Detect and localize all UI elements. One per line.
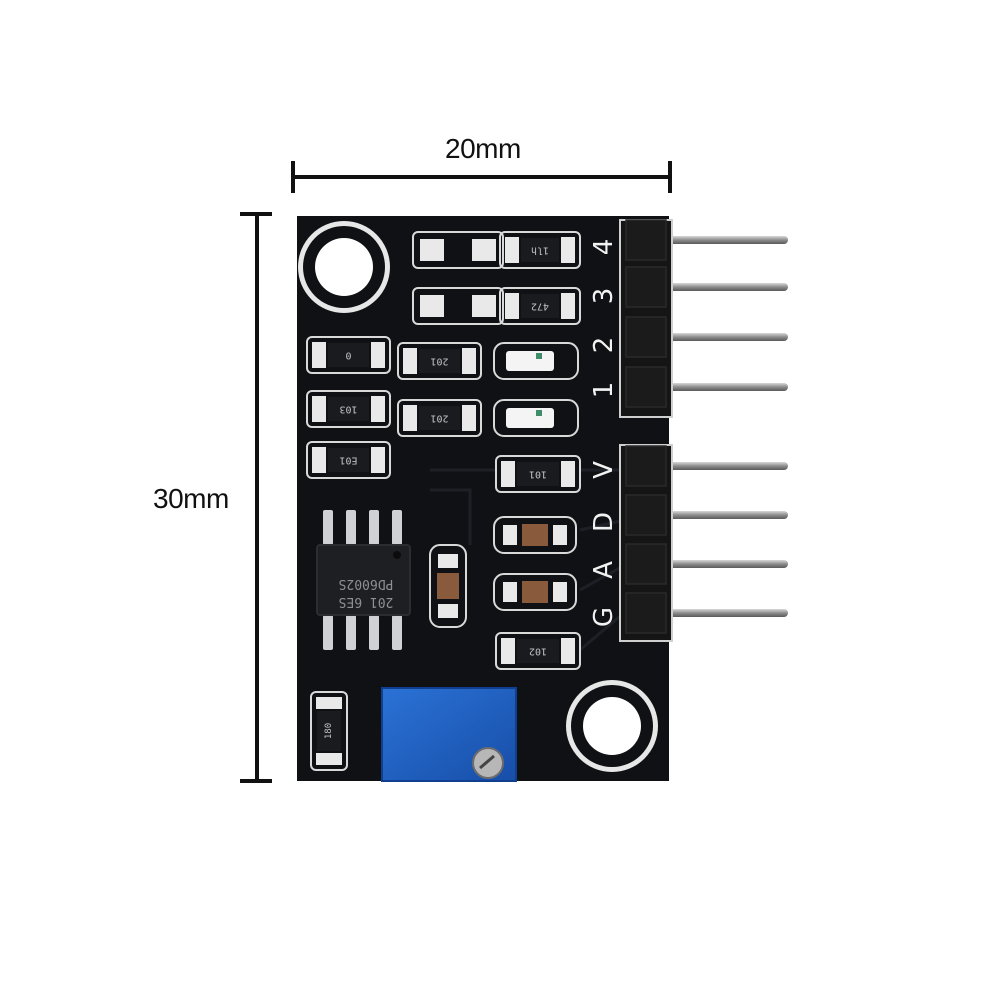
- pin-label-2: 2: [589, 337, 619, 354]
- header-pin: [655, 236, 788, 244]
- resistor-code: E01: [339, 455, 357, 466]
- ic-leg: [323, 510, 333, 545]
- resistor-code: 103: [339, 404, 357, 415]
- width-dimension-line: [291, 161, 672, 193]
- smd-resistor: 472: [499, 287, 581, 325]
- header-segment: [625, 494, 667, 536]
- height-dimension-line: [240, 212, 272, 783]
- pin-labels: 4 3 2 1V D A G: [589, 239, 619, 627]
- header-pin: [655, 560, 788, 568]
- smd-resistor: 102: [495, 632, 581, 670]
- resistor-code: 472: [531, 301, 549, 312]
- smd-resistor: 201: [397, 399, 482, 437]
- pin-label-v: V: [589, 461, 619, 479]
- header-pin: [655, 383, 788, 391]
- smd-pad-pair: [412, 231, 504, 269]
- header-segment: [625, 219, 667, 261]
- header-pin: [655, 462, 788, 470]
- mounting-hole-bottom: [566, 680, 658, 772]
- resistor-code: 201: [430, 356, 448, 367]
- header-segment: [625, 543, 667, 585]
- smd-resistor: 201: [397, 342, 482, 380]
- smd-resistor: 101: [495, 455, 581, 493]
- ic-leg: [392, 510, 402, 545]
- header-pin: [655, 511, 788, 519]
- smd-capacitor: [429, 544, 467, 628]
- width-dimension-label: 20mm: [445, 133, 521, 164]
- ic-leg: [323, 615, 333, 650]
- ic-leg: [392, 615, 402, 650]
- header-segment: [625, 316, 667, 358]
- smd-led: [493, 342, 579, 380]
- ic-leg: [369, 615, 379, 650]
- pin-label-a: A: [589, 561, 619, 579]
- smd-capacitor: [493, 516, 577, 554]
- resistor-code: 0: [345, 350, 351, 361]
- potentiometer: [381, 687, 517, 782]
- smd-resistor: 180: [310, 691, 348, 771]
- resistor-code: 201: [430, 413, 448, 424]
- header-segment: [625, 592, 667, 634]
- ic-leg: [346, 510, 356, 545]
- height-dimension-label: 30mm: [153, 483, 229, 514]
- smd-led: [493, 399, 579, 437]
- header-segments: [625, 219, 667, 634]
- header-pin: [655, 283, 788, 291]
- chip-marking-line1: PD6002S: [339, 576, 394, 591]
- pin-label-4: 4: [589, 239, 619, 256]
- smd-pad-pair: [412, 287, 504, 325]
- ic-leg: [346, 615, 356, 650]
- header-segment: [625, 366, 667, 408]
- chip-marking-line2: 201 6ES: [339, 594, 394, 609]
- resistor-code: 180: [324, 723, 334, 739]
- resistor-code: 1lh: [531, 245, 549, 256]
- pin-label-3: 3: [589, 288, 619, 305]
- header-pin: [655, 333, 788, 341]
- smd-resistor: 0: [306, 336, 391, 374]
- header-pins: [655, 236, 788, 617]
- resistor-code: 101: [529, 469, 547, 480]
- smd-resistor: 1lh: [499, 231, 581, 269]
- resistor-code: 102: [529, 646, 547, 657]
- header-segment: [625, 445, 667, 487]
- smd-capacitor: [493, 573, 577, 611]
- pin-label-d: D: [589, 512, 619, 532]
- ic-chip: PD6002S 201 6ES: [316, 510, 411, 650]
- mounting-hole-top: [298, 221, 390, 313]
- header-segment: [625, 266, 667, 308]
- pin-label-1: 1: [589, 382, 619, 399]
- ic-legs: [323, 510, 402, 650]
- pcb-traces: [430, 468, 626, 652]
- pin-label-g: G: [589, 607, 619, 627]
- smd-resistor: 103: [306, 390, 391, 428]
- smd-resistor: E01: [306, 441, 391, 479]
- ic-leg: [369, 510, 379, 545]
- header-pin: [655, 609, 788, 617]
